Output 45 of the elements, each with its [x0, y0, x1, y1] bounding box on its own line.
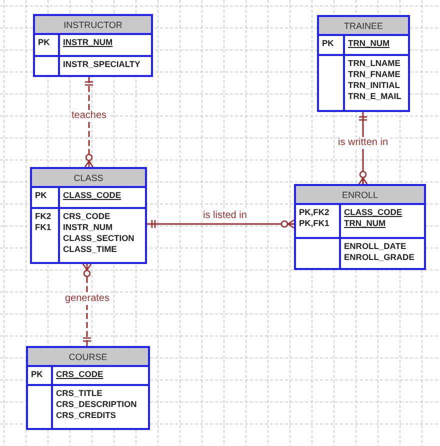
relationship-label: generates — [64, 293, 110, 305]
entity-table — [33, 14, 153, 77]
attribute-name: TRN_LNAME — [348, 58, 400, 69]
relationship-label: teaches — [70, 110, 108, 122]
key-label: FK1 — [35, 222, 52, 233]
entity-table — [30, 167, 147, 264]
relationship-line — [84, 77, 94, 168]
primary-key-attribute: TRN_NUM — [348, 38, 390, 49]
table-header: INSTRUCTOR — [35, 16, 151, 35]
primary-key-attribute: CRS_CODE — [56, 369, 104, 380]
key-label: PK — [31, 369, 43, 380]
attribute-name: CRS_TITLE — [56, 388, 102, 399]
relationship-line — [82, 263, 92, 346]
attribute-name: INSTR_SPECIALTY — [63, 59, 140, 70]
relationship-line — [147, 219, 295, 229]
key-label: FK2 — [35, 211, 52, 222]
table-header: ENROLL — [296, 186, 424, 205]
attribute-name: ENROLL_DATE — [344, 241, 406, 252]
entity-table — [26, 346, 150, 430]
relationship-label: is listed in — [202, 210, 248, 222]
attribute-name: TRN_FNAME — [348, 69, 400, 80]
table-header: CLASS — [32, 169, 145, 188]
entity-table — [317, 15, 410, 112]
primary-key-attribute: INSTR_NUM — [63, 37, 113, 48]
primary-key-attribute: TRN_NUM — [344, 218, 386, 229]
table-header: TRAINEE — [319, 17, 408, 36]
attribute-name: CRS_DESCRIPTION — [56, 399, 137, 410]
attribute-name: TRN_INITIAL — [348, 80, 400, 91]
key-label: PK — [322, 38, 334, 49]
entity-table — [294, 184, 426, 270]
table-header: COURSE — [28, 348, 148, 367]
key-label: PK,FK2 — [299, 207, 330, 218]
key-label: PK,FK1 — [299, 218, 330, 229]
attribute-name: CLASS_TIME — [63, 244, 117, 255]
attribute-name: TRN_E_MAIL — [348, 91, 402, 102]
relationship-label: is written in — [337, 137, 390, 149]
attribute-name: CLASS_SECTION — [63, 233, 134, 244]
attribute-name: CRS_CODE — [63, 211, 110, 222]
primary-key-attribute: CLASS_CODE — [63, 190, 122, 201]
key-label: PK — [35, 190, 47, 201]
primary-key-attribute: CLASS_CODE — [344, 207, 402, 218]
attribute-name: INSTR_NUM — [63, 222, 113, 233]
key-label: PK — [38, 37, 50, 48]
attribute-name: CRS_CREDITS — [56, 410, 116, 421]
attribute-name: ENROLL_GRADE — [344, 252, 414, 263]
